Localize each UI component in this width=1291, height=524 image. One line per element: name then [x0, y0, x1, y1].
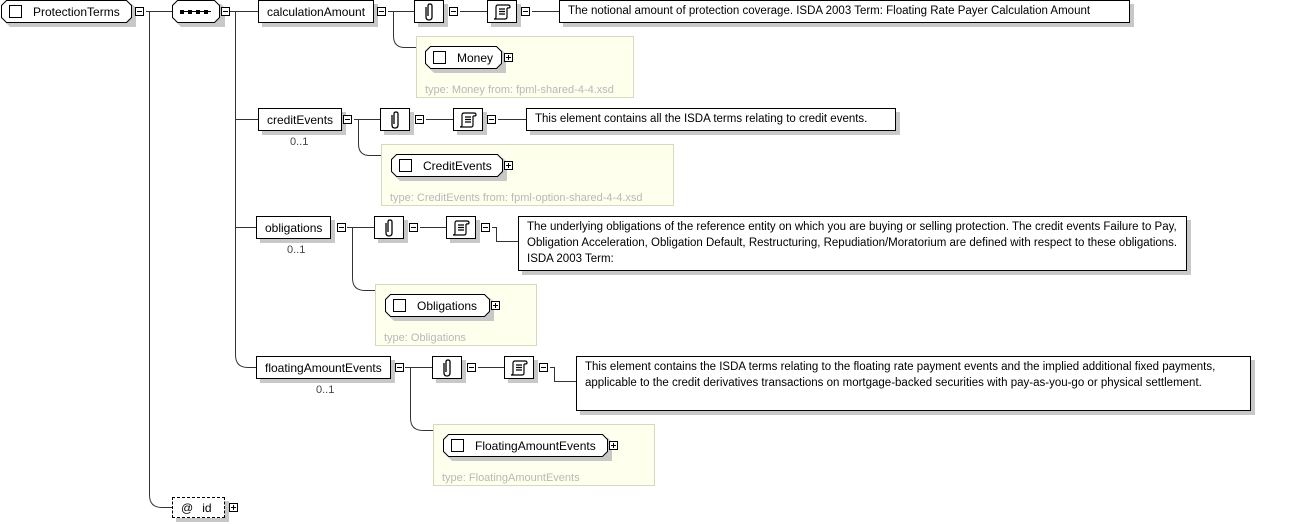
type-expand-toggle[interactable] [609, 441, 618, 450]
sequence-compositor-node[interactable] [172, 0, 225, 27]
cardinality-label: 0..1 [316, 384, 335, 396]
annotation-node[interactable] [414, 0, 444, 23]
documentation-node[interactable] [487, 0, 517, 23]
type-element-shape [391, 154, 507, 181]
documentation-collapse-toggle[interactable] [487, 115, 496, 124]
documentation-collapse-toggle[interactable] [521, 7, 530, 16]
annotation-node[interactable] [374, 216, 404, 239]
documentation-node[interactable] [446, 216, 476, 239]
root-element-shape [1, 0, 136, 27]
type-element-shape [385, 294, 494, 321]
annotation-collapse-toggle[interactable] [409, 223, 418, 232]
annotation-collapse-toggle[interactable] [467, 363, 476, 372]
element-obligations[interactable]: obligations [256, 216, 332, 239]
paperclip-icon [443, 358, 451, 377]
type-expand-toggle[interactable] [504, 161, 513, 170]
scroll-icon [493, 3, 511, 20]
type-expand-toggle[interactable] [504, 53, 513, 62]
documentation-collapse-toggle[interactable] [481, 223, 490, 232]
attribute-id-node[interactable]: @ id [172, 497, 225, 518]
scroll-icon [510, 359, 528, 376]
type-element-node[interactable]: FloatingAmountEvents [443, 434, 612, 461]
annotation-collapse-toggle[interactable] [415, 115, 424, 124]
annotation-collapse-toggle[interactable] [449, 7, 458, 16]
attribute-expand-toggle[interactable] [229, 503, 238, 512]
documentation-node[interactable] [504, 356, 534, 379]
sequence-icon [172, 0, 225, 27]
element-checkbox-icon [399, 159, 412, 172]
documentation-collapse-toggle[interactable] [539, 363, 548, 372]
credit-events-collapse-toggle[interactable] [343, 115, 352, 124]
type-element-label: Obligations [417, 298, 478, 313]
documentation-text: The notional amount of protection covera… [559, 0, 1130, 23]
calculation-amount-collapse-toggle[interactable] [377, 7, 386, 16]
element-checkbox-icon [393, 299, 406, 312]
cardinality-label: 0..1 [287, 244, 306, 256]
element-floating-amount-events[interactable]: floatingAmountEvents [256, 356, 391, 379]
type-element-label: CreditEvents [423, 158, 492, 173]
type-box-floating-amount-events: FloatingAmountEvents type: FloatingAmoun… [433, 424, 655, 486]
element-calculation-amount[interactable]: calculationAmount [258, 0, 375, 23]
type-expand-toggle[interactable] [491, 301, 500, 310]
type-label: type: Obligations [384, 332, 466, 344]
element-label: calculationAmount [267, 4, 366, 19]
paperclip-icon [385, 218, 393, 237]
element-credit-events[interactable]: creditEvents [258, 108, 343, 131]
element-label: floatingAmountEvents [265, 360, 382, 375]
type-element-node[interactable]: Money [425, 46, 506, 73]
root-element-label: ProtectionTerms [33, 4, 120, 19]
type-label: type: FloatingAmountEvents [442, 472, 580, 484]
element-label: obligations [265, 220, 323, 235]
scroll-icon [459, 111, 477, 128]
cardinality-label: 0..1 [290, 136, 309, 148]
element-label: creditEvents [267, 112, 334, 127]
element-checkbox-icon [451, 439, 464, 452]
element-checkbox-icon [433, 51, 446, 64]
annotation-node[interactable] [380, 108, 410, 131]
type-element-label: Money [457, 50, 494, 65]
type-label: type: CreditEvents from: fpml-option-sha… [390, 192, 643, 204]
documentation-text: The underlying obligations of the refere… [518, 216, 1187, 271]
type-element-node[interactable]: Obligations [385, 294, 494, 321]
type-label: type: Money from: fpml-shared-4-4.xsd [425, 84, 614, 96]
sequence-collapse-toggle[interactable] [221, 7, 230, 16]
floating-amount-events-collapse-toggle[interactable] [395, 363, 404, 372]
root-collapse-toggle[interactable] [135, 7, 144, 16]
documentation-text: This element contains all the ISDA terms… [526, 108, 896, 131]
paperclip-icon [425, 2, 433, 21]
type-box-credit-events: CreditEvents type: CreditEvents from: fp… [381, 144, 674, 206]
documentation-text: This element contains the ISDA terms rel… [576, 356, 1251, 411]
type-element-node[interactable]: CreditEvents [391, 154, 507, 181]
type-box-obligations: Obligations type: Obligations [375, 284, 537, 346]
documentation-node[interactable] [453, 108, 483, 131]
obligations-collapse-toggle[interactable] [337, 223, 346, 232]
paperclip-icon [391, 110, 399, 129]
attribute-label: id [202, 500, 212, 515]
attribute-at-icon: @ [181, 500, 194, 515]
type-element-label: FloatingAmountEvents [475, 438, 596, 453]
annotation-node[interactable] [432, 356, 462, 379]
type-box-money: Money type: Money from: fpml-shared-4-4.… [416, 36, 634, 98]
element-checkbox-icon [9, 5, 22, 18]
type-element-shape [443, 434, 612, 461]
root-element-node[interactable]: ProtectionTerms [1, 0, 136, 27]
scroll-icon [452, 219, 470, 236]
